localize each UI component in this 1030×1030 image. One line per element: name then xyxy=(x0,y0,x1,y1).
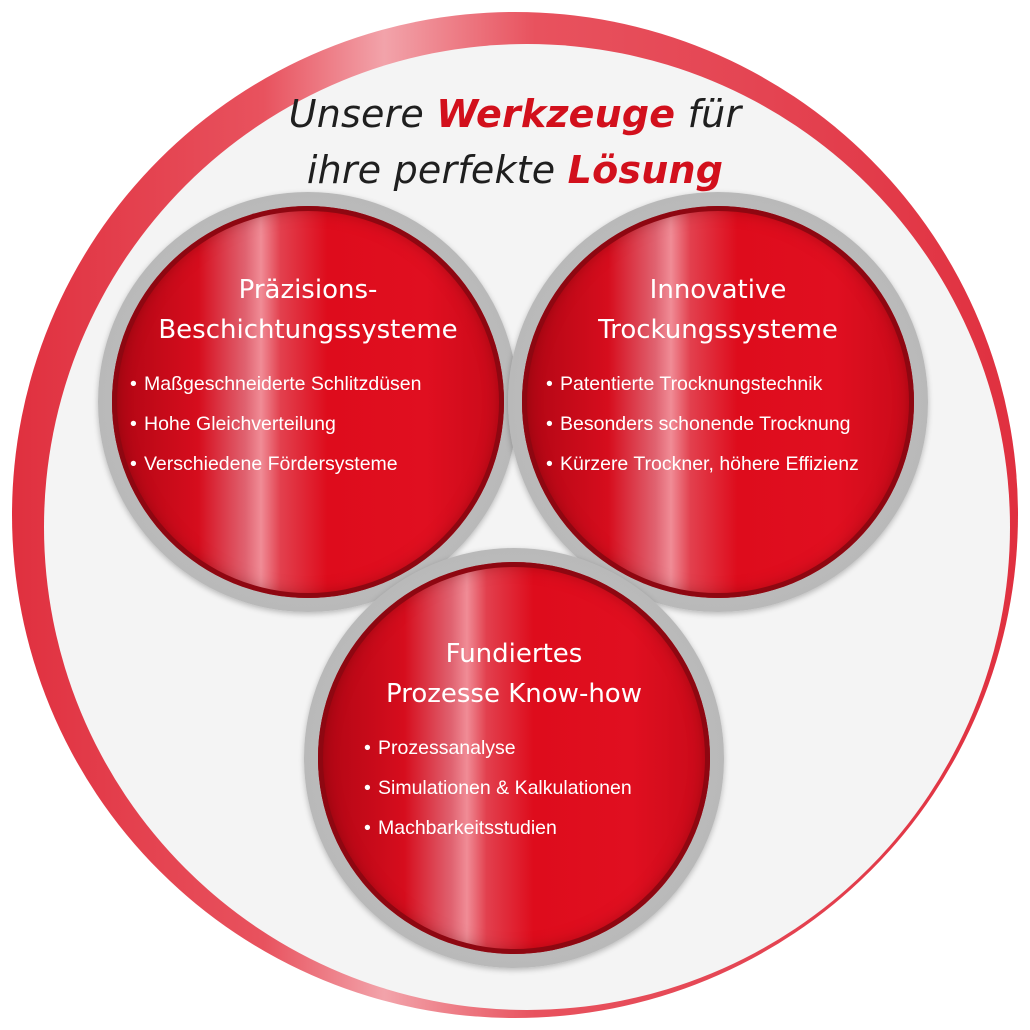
bullet-icon: • xyxy=(546,413,553,435)
headline-line-1-text: Unsere xyxy=(288,92,437,136)
circle-bullet-list: • Maßgeschneiderte Schlitzdüsen • Hohe Gle… xyxy=(130,364,422,484)
circle-process-knowhow-fill: Fundiertes Prozesse Know-how • Prozessana… xyxy=(318,562,710,954)
bullet-icon: • xyxy=(130,373,137,395)
headline-accent-loesung: Lösung xyxy=(567,148,724,192)
headline-line-2: ihre perfekte Lösung xyxy=(215,142,815,198)
list-item-text: Maßgeschneiderte Schlitzdüsen xyxy=(144,373,422,395)
list-item: • Prozessanalyse xyxy=(364,728,632,768)
bullet-icon: • xyxy=(130,453,137,475)
bullet-icon: • xyxy=(546,453,553,475)
list-item: • Kürzere Trockner, höhere Effizienz xyxy=(546,444,859,484)
circle-title-line-1: Innovative xyxy=(649,275,787,305)
list-item: • Hohe Gleichverteilung xyxy=(130,404,422,444)
headline: Unsere Werkzeuge für ihre perfekte Lösun… xyxy=(215,86,815,198)
list-item: • Machbarkeitsstudien xyxy=(364,808,632,848)
bullet-icon: • xyxy=(546,373,553,395)
circle-title-line-1: Fundiertes xyxy=(445,639,583,669)
circle-process-knowhow: Fundiertes Prozesse Know-how • Prozessana… xyxy=(304,548,724,968)
circle-title: Innovative Trockungssysteme xyxy=(522,270,914,350)
headline-line-2-text: ihre perfekte xyxy=(306,148,568,192)
list-item: • Patentierte Trocknungstechnik xyxy=(546,364,859,404)
circle-title-line-2: Trockungssysteme xyxy=(598,315,838,345)
bullet-icon: • xyxy=(130,413,137,435)
list-item: • Verschiedene Fördersysteme xyxy=(130,444,422,484)
circle-coating-systems: Präzisions- Beschichtungssysteme • Maßges… xyxy=(98,192,518,612)
circle-title: Fundiertes Prozesse Know-how xyxy=(318,634,710,714)
list-item: • Besonders schonende Trocknung xyxy=(546,404,859,444)
circle-title: Präzisions- Beschichtungssysteme xyxy=(112,270,504,350)
list-item: • Maßgeschneiderte Schlitzdüsen xyxy=(130,364,422,404)
list-item-text: Simulationen & Kalkulationen xyxy=(378,777,632,799)
circle-drying-systems: Innovative Trockungssysteme • Patentierte… xyxy=(508,192,928,612)
list-item-text: Prozessanalyse xyxy=(378,737,516,759)
list-item-text: Hohe Gleichverteilung xyxy=(144,413,336,435)
headline-line-1-end: für xyxy=(675,92,742,136)
list-item-text: Besonders schonende Trocknung xyxy=(560,413,851,435)
circle-bullet-list: • Patentierte Trocknungstechnik • Besonder… xyxy=(546,364,859,484)
list-item-text: Patentierte Trocknungstechnik xyxy=(560,373,823,395)
circle-title-line-2: Beschichtungssysteme xyxy=(158,315,458,345)
circle-coating-systems-fill: Präzisions- Beschichtungssysteme • Maßges… xyxy=(112,206,504,598)
list-item-text: Machbarkeitsstudien xyxy=(378,817,557,839)
circle-title-line-2: Prozesse Know-how xyxy=(386,679,642,709)
circle-title-line-1: Präzisions- xyxy=(238,275,378,305)
list-item-text: Kürzere Trockner, höhere Effizienz xyxy=(560,453,859,475)
bullet-icon: • xyxy=(364,777,371,799)
list-item-text: Verschiedene Fördersysteme xyxy=(144,453,398,475)
circle-drying-systems-fill: Innovative Trockungssysteme • Patentierte… xyxy=(522,206,914,598)
circle-bullet-list: • Prozessanalyse • Simulationen & Kalkulat… xyxy=(364,728,632,848)
headline-accent-werkzeuge: Werkzeuge xyxy=(436,92,676,136)
headline-line-1: Unsere Werkzeuge für xyxy=(215,86,815,142)
list-item: • Simulationen & Kalkulationen xyxy=(364,768,632,808)
bullet-icon: • xyxy=(364,737,371,759)
bullet-icon: • xyxy=(364,817,371,839)
